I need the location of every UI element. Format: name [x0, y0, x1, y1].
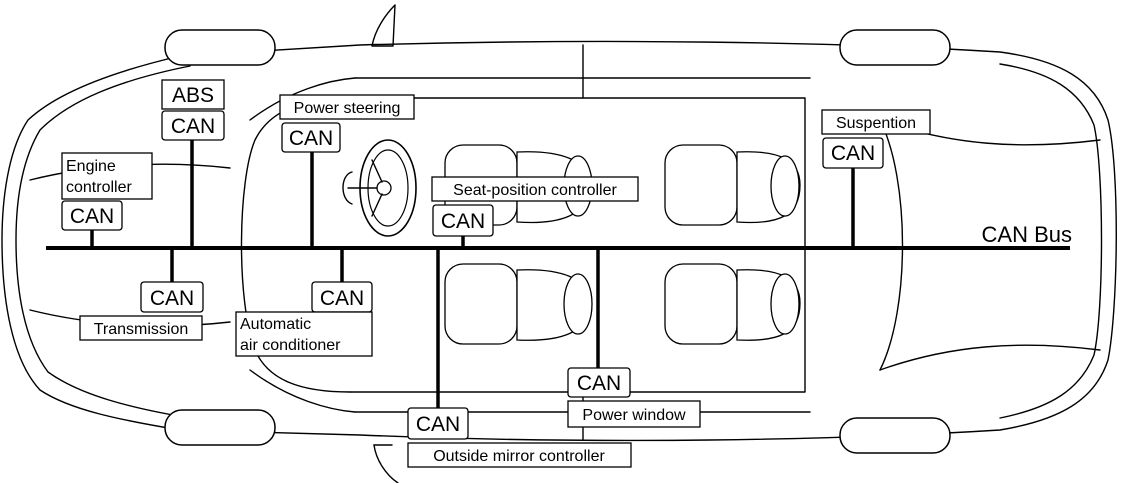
engine-controller-node: Engine controller CAN — [61, 152, 153, 231]
abs-can-label: CAN — [171, 115, 215, 138]
seat-position-label: Seat-position controller — [453, 182, 617, 199]
front-right-wheel — [164, 409, 276, 446]
abs-label-box — [161, 79, 225, 110]
rear-right-seat — [664, 263, 801, 345]
outside-mirror-can-label: CAN — [416, 413, 460, 436]
power-steering-can-label: CAN — [289, 127, 333, 150]
power-window-label-box — [567, 400, 701, 428]
transmission-node: CAN Transmission — [79, 281, 204, 341]
air-conditioner-label-box — [235, 311, 373, 357]
power-steering-label-box — [279, 94, 415, 120]
outside-mirror-node: CAN Outside mirror controller — [407, 407, 632, 468]
suspension-can-label: CAN — [831, 142, 875, 165]
suspension-can-box — [822, 137, 884, 169]
power-window-node: CAN Power window — [567, 367, 701, 428]
can-bus-label: CAN Bus — [982, 222, 1072, 247]
transmission-can-box — [140, 281, 204, 313]
suspension-node: Suspention CAN — [821, 109, 931, 169]
seat-position-label-box — [431, 176, 639, 202]
abs-node: ABS CAN — [161, 79, 225, 141]
transmission-label: Transmission — [94, 321, 189, 338]
suspension-label-box — [821, 109, 931, 135]
wheels — [164, 29, 951, 454]
air-conditioner-label-line1: Automatic — [240, 316, 311, 333]
air-conditioner-can-label: CAN — [320, 287, 364, 310]
transmission-can-label: CAN — [150, 287, 194, 310]
car-outline — [1, 4, 1117, 483]
power-window-label: Power window — [582, 407, 686, 424]
air-conditioner-node: CAN Automatic air conditioner — [235, 281, 373, 357]
seat-position-can-label: CAN — [441, 210, 485, 233]
front-left-wheel — [164, 29, 276, 66]
abs-can-box — [161, 110, 225, 141]
seats — [444, 144, 801, 345]
abs-label: ABS — [172, 84, 214, 107]
steering-wheel-icon — [342, 139, 417, 237]
rear-left-wheel — [839, 29, 951, 66]
seat-position-can-box — [432, 204, 494, 237]
engine-label-line2: controller — [66, 179, 132, 196]
transmission-label-box — [79, 315, 203, 341]
power-steering-can-box — [281, 122, 341, 153]
power-steering-node: Power steering CAN — [279, 94, 415, 153]
outside-mirror-label-box — [407, 442, 632, 468]
outside-mirror-label: Outside mirror controller — [433, 448, 605, 465]
engine-can-label: CAN — [70, 205, 114, 228]
rear-left-seat — [664, 144, 801, 226]
power-window-can-label: CAN — [577, 372, 621, 395]
power-window-can-box — [567, 367, 631, 398]
can-bus: CAN Bus — [46, 140, 1072, 408]
air-conditioner-label-line2: air conditioner — [240, 337, 341, 354]
engine-can-box — [61, 200, 123, 231]
engine-label-box — [61, 152, 153, 200]
seat-position-node: Seat-position controller CAN — [431, 176, 639, 237]
suspension-label: Suspention — [836, 115, 916, 132]
engine-label-line1: Engine — [66, 158, 116, 175]
rear-right-wheel — [839, 417, 951, 454]
power-steering-label: Power steering — [294, 100, 401, 117]
outside-mirror-can-box — [407, 407, 469, 440]
front-right-seat — [444, 263, 593, 345]
